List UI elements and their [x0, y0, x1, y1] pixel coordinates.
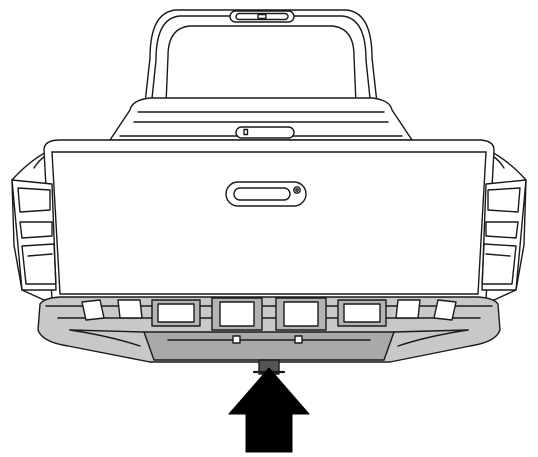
arrow-up-indicator	[228, 367, 310, 453]
tailgate-handle	[225, 181, 307, 207]
tailgate	[43, 139, 495, 301]
truck-bed	[109, 97, 413, 141]
tail-light-left	[11, 179, 57, 291]
tail-light-right	[481, 179, 527, 291]
truck-cab	[143, 9, 379, 113]
rear-bumper	[37, 296, 501, 363]
rear-window	[165, 25, 357, 105]
bed-cover-handle	[235, 126, 295, 139]
bumper-step-pads	[81, 297, 457, 331]
third-brake-light	[229, 10, 295, 23]
